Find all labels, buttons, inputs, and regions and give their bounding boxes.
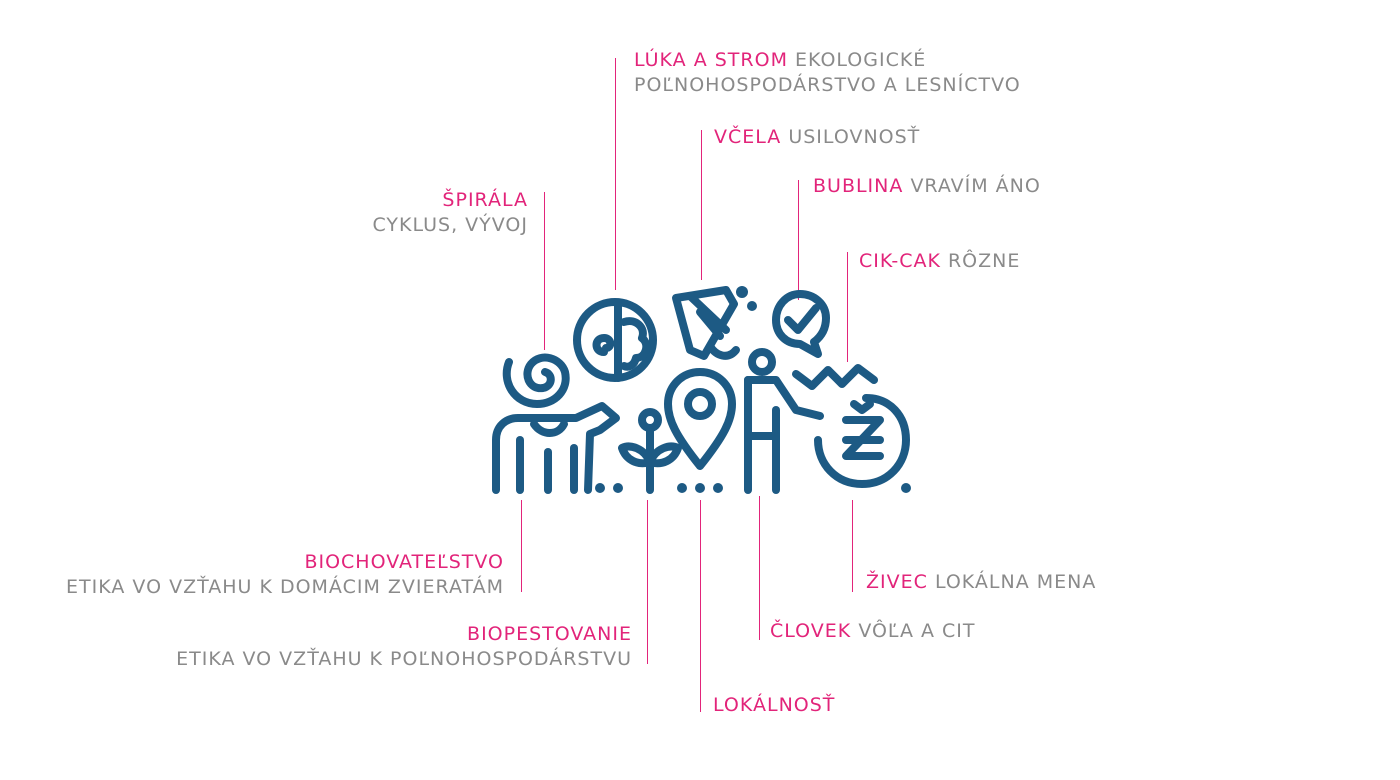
label-biochov-desc: ETIKA VO VZŤAHU K DOMÁCIM ZVIERATÁM (66, 576, 504, 598)
label-luka: LÚKA A STROM EKOLOGICKÉ POĽNOHOSPODÁRSTV… (634, 48, 1021, 98)
label-clovek-desc: VÔĽA A CIT (858, 620, 976, 642)
meadow-tree-icon (573, 298, 657, 382)
connector-cikcak (847, 252, 848, 362)
label-cikcak-title: CIK-CAK (859, 250, 941, 272)
label-vcela-desc: USILOVNOSŤ (788, 126, 921, 148)
connector-lokalnost (700, 500, 701, 712)
dot-icon (613, 483, 623, 493)
label-vcela: VČELA USILOVNOSŤ (714, 125, 920, 150)
label-zivec-desc: LOKÁLNA MENA (934, 571, 1097, 593)
bee-dot-icon (736, 286, 748, 298)
label-clovek-title: ČLOVEK (770, 620, 852, 642)
label-clovek: ČLOVEK VÔĽA A CIT (770, 619, 976, 644)
label-bublina-desc: VRAVÍM ÁNO (910, 175, 1041, 197)
dot-icon (677, 483, 687, 493)
label-spirala-desc: CYKLUS, VÝVOJ (372, 214, 528, 236)
label-biochov: BIOCHOVATEĽSTVO ETIKA VO VZŤAHU K DOMÁCI… (66, 550, 504, 600)
zivec-coin-icon (814, 394, 910, 488)
connector-luka (615, 58, 616, 290)
label-biochov-title: BIOCHOVATEĽSTVO (304, 551, 504, 573)
label-luka-desc: EKOLOGICKÉ (795, 49, 927, 71)
farm-animal-icon (492, 402, 620, 494)
dot-icon (695, 483, 705, 493)
label-cikcak-desc: RÔZNE (947, 250, 1021, 272)
label-luka-desc2: POĽNOHOSPODÁRSTVO A LESNÍCTVO (634, 74, 1021, 96)
label-vcela-title: VČELA (714, 126, 782, 148)
connector-biochov (521, 500, 522, 592)
label-cikcak: CIK-CAK RÔZNE (859, 249, 1020, 274)
label-lokalnost: LOKÁLNOSŤ (713, 693, 835, 718)
label-bublina-title: BUBLINA (813, 175, 904, 197)
person-icon (744, 348, 824, 494)
dot-icon (901, 483, 911, 493)
bee-dot-icon (747, 301, 757, 311)
connector-zivec (852, 500, 853, 592)
location-pin-icon (664, 368, 736, 470)
label-biopest-desc: ETIKA VO VZŤAHU K POĽNOHOSPODÁRSTVU (176, 648, 632, 670)
label-zivec-title: ŽIVEC (866, 571, 928, 593)
label-lokalnost-title: LOKÁLNOSŤ (713, 694, 836, 716)
connector-clovek (759, 496, 760, 640)
connector-biopest (647, 500, 648, 664)
label-spirala-title: ŠPIRÁLA (442, 189, 528, 211)
bee-icon (672, 286, 740, 360)
label-biopest: BIOPESTOVANIE ETIKA VO VZŤAHU K POĽNOHOS… (176, 622, 632, 672)
connector-vcela (701, 130, 702, 280)
zigzag-icon (792, 364, 878, 390)
spiral-icon (502, 353, 570, 408)
label-luka-title: LÚKA A STROM (634, 49, 788, 71)
connector-spirala (544, 192, 545, 350)
label-spirala: ŠPIRÁLA CYKLUS, VÝVOJ (372, 188, 528, 238)
speech-bubble-check-icon (772, 290, 830, 358)
dot-icon (713, 483, 723, 493)
sprout-icon (618, 408, 682, 494)
label-biopest-title: BIOPESTOVANIE (467, 623, 632, 645)
label-zivec: ŽIVEC LOKÁLNA MENA (866, 570, 1096, 595)
dot-icon (595, 483, 605, 493)
connector-bublina (798, 180, 799, 300)
label-bublina: BUBLINA VRAVÍM ÁNO (813, 174, 1041, 199)
